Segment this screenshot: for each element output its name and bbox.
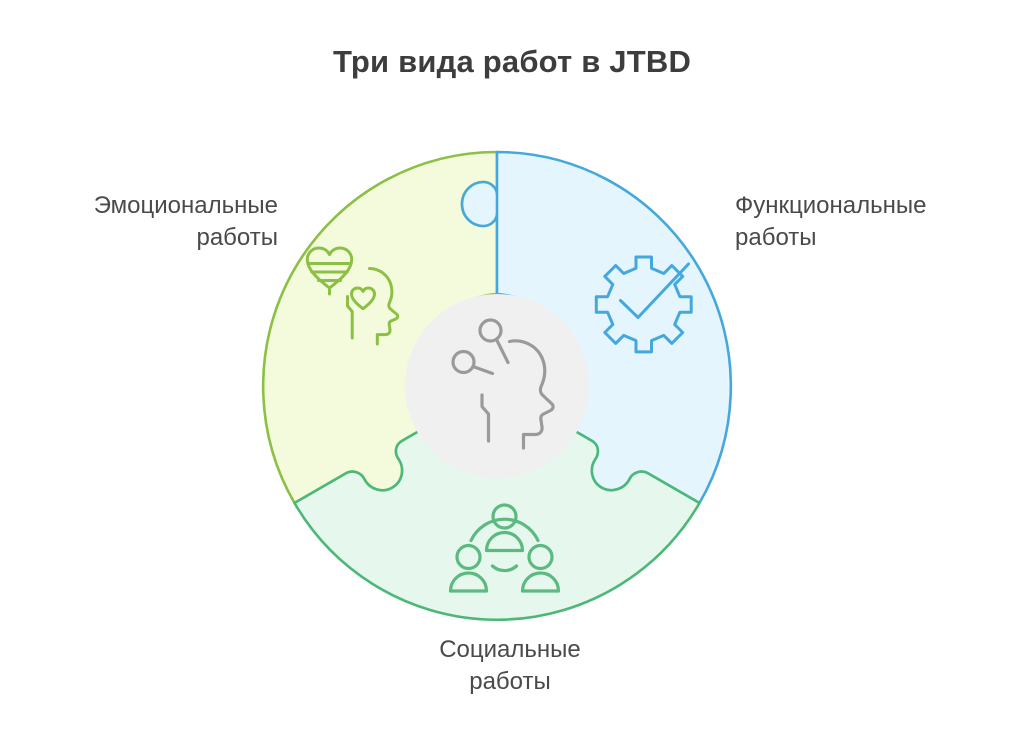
- label-emotional: Эмоциональные работы: [6, 190, 278, 255]
- gear-check-icon: [594, 255, 693, 354]
- page-title: Три вида работ в JTBD: [332, 44, 692, 79]
- head-neural-network-icon: [451, 318, 555, 450]
- three-people-network-icon: [448, 503, 561, 593]
- center-hub[interactable]: [405, 294, 589, 478]
- head-with-hearts-icon: [305, 246, 400, 346]
- label-emotional-line2: работы: [196, 224, 278, 252]
- label-emotional-line1: Эмоциональные: [93, 192, 278, 219]
- center-circle: [405, 294, 589, 478]
- label-social: Социальные работы: [360, 634, 660, 699]
- label-functional: Функциональные работы: [735, 190, 1020, 255]
- label-functional-line2: работы: [735, 224, 817, 252]
- label-social-line1: Социальные: [439, 636, 581, 663]
- label-functional-line1: Функциональные: [735, 192, 927, 219]
- label-social-line2: работы: [469, 668, 551, 696]
